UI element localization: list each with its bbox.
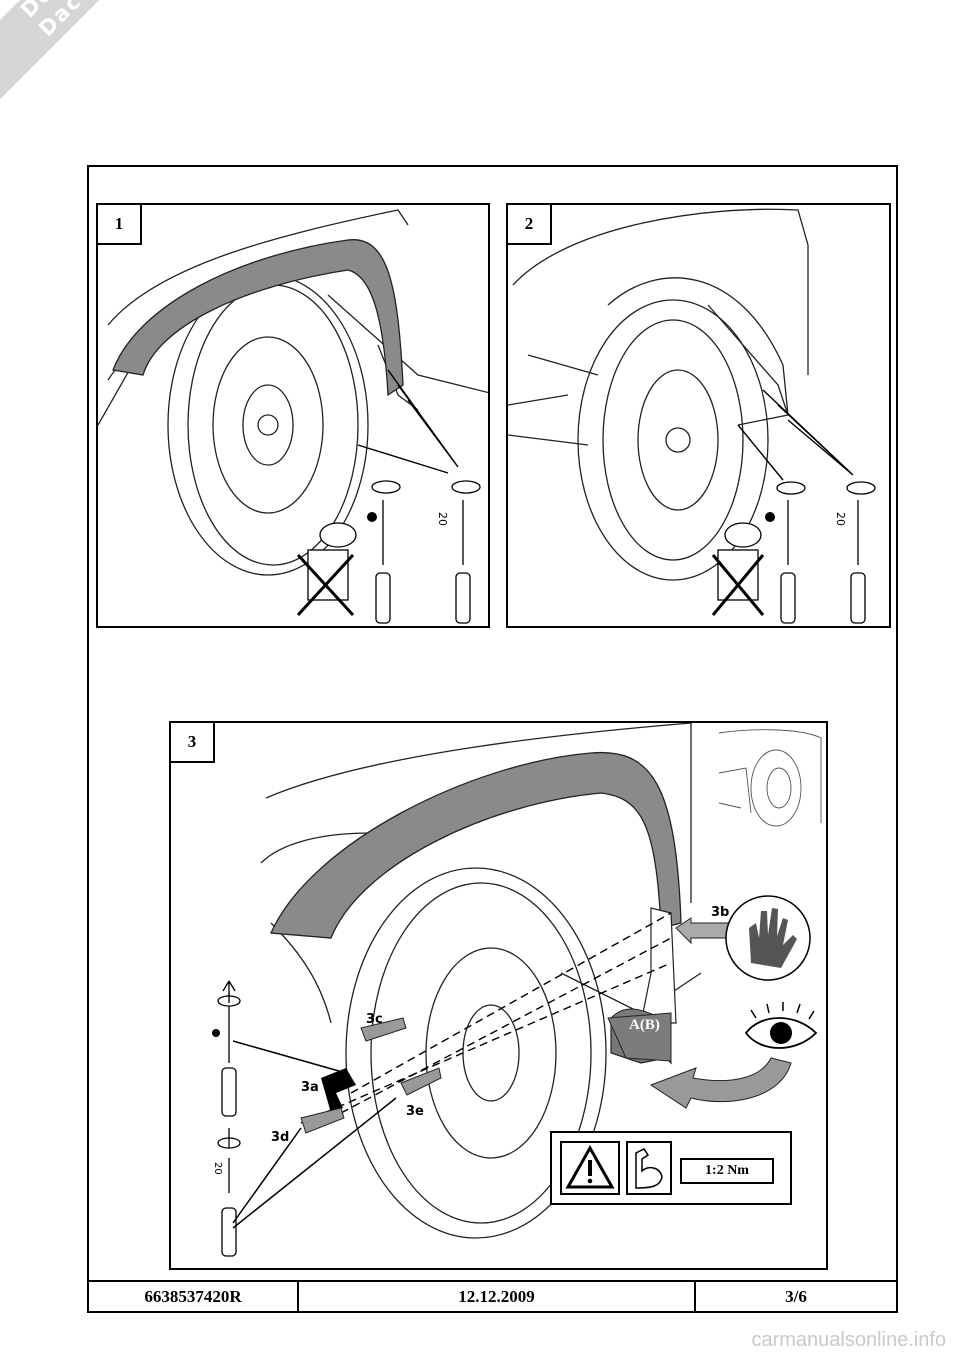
panel-1: 20 1: [96, 203, 490, 628]
callout-3b: 3b: [711, 905, 729, 920]
panel-3: A(B): [169, 721, 828, 1270]
no-clip-icon: [711, 522, 765, 616]
hand-icon: [725, 895, 811, 981]
panel-1-illustration: 20: [98, 209, 488, 624]
panel-number: 2: [508, 205, 552, 245]
torque-box: 1:2 Nm: [550, 1131, 792, 1205]
part-number: 6638537420R: [89, 1282, 299, 1311]
page-number: 3/6: [785, 1286, 807, 1306]
no-clip-icon: [296, 522, 357, 617]
screw-head-icon: [212, 1029, 220, 1037]
panel-3-illustration: A(B): [212, 723, 822, 1257]
torque-value: 1:2 Nm: [680, 1158, 774, 1184]
panel-number: 1: [98, 205, 142, 245]
panel-number: 3: [171, 723, 215, 763]
panel-2-illustration: 20: [508, 208, 876, 624]
site-watermark: carmanualsonline.info: [751, 1329, 946, 1351]
muscle-arm-icon: [626, 1141, 672, 1195]
screw-head-icon: [765, 512, 775, 522]
callout-3c: 3c: [366, 1012, 383, 1027]
reference-thumbnail: [718, 729, 822, 827]
screw-size-label: 20: [436, 512, 449, 526]
screw-size-label: 20: [212, 1162, 223, 1175]
warning-icon: [560, 1141, 620, 1195]
fastener-3a: [321, 1068, 356, 1113]
watermark-line-2: DaciaForum.co.uk: [0, 0, 280, 97]
part-label: A(B): [629, 1017, 660, 1033]
callout-3a: 3a: [301, 1080, 319, 1095]
panel-2: 20 2: [506, 203, 891, 628]
screw-head-icon: [367, 512, 377, 522]
document-date: 12.12.2009: [299, 1282, 696, 1311]
screw-size-label: 20: [834, 512, 847, 526]
eye-icon: [744, 1002, 818, 1049]
watermark-banner: Downloaded From DaciaForum.co.uk: [0, 0, 283, 100]
callout-3e: 3e: [406, 1104, 424, 1119]
callout-3d: 3d: [271, 1130, 289, 1145]
footer: 6638537420R 12.12.2009 3/6: [87, 1280, 898, 1313]
